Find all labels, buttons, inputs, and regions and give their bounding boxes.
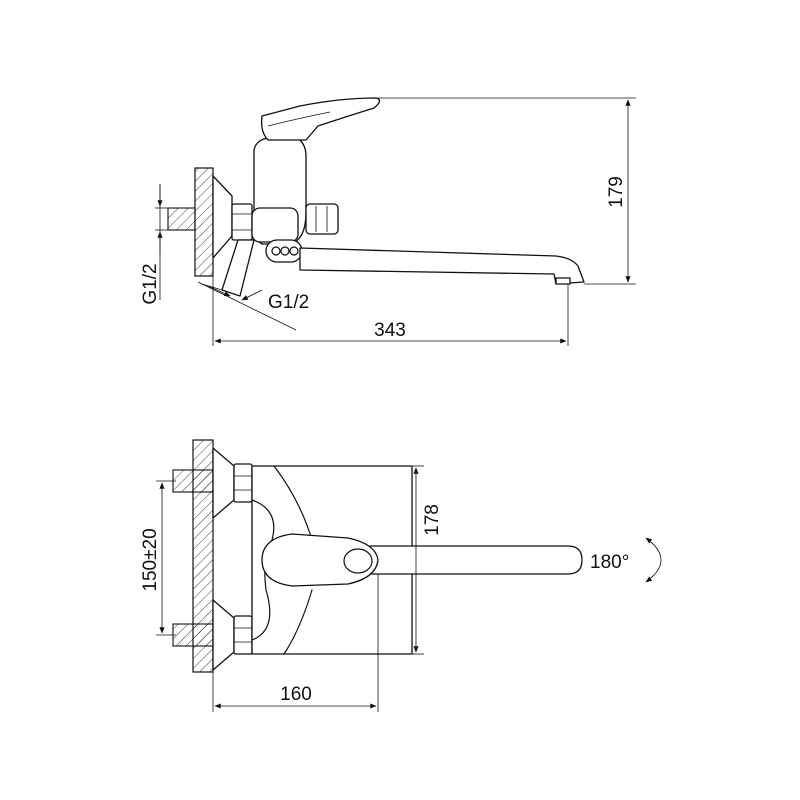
swivel-base	[265, 239, 303, 263]
lever-handle-top	[261, 533, 379, 587]
rotation-arrow	[645, 537, 662, 583]
height-dimension: 179	[606, 176, 627, 208]
width-dimension-top: 160	[280, 684, 312, 705]
spout-top	[369, 545, 583, 575]
upper-nut	[233, 463, 253, 503]
top-view: 178 150±20 160 180°	[140, 439, 662, 712]
upper-inlet-pipe	[172, 469, 214, 493]
spacing-dimension: 150±20	[140, 528, 161, 591]
thread-label-vertical: G1/2	[140, 263, 161, 304]
thread-label-diagonal: G1/2	[268, 292, 309, 313]
rotation-label: 180°	[590, 552, 629, 573]
lever-handle	[260, 97, 381, 141]
body-coupling	[251, 207, 299, 243]
wall-section	[194, 167, 214, 277]
lower-inlet-pipe	[172, 623, 214, 647]
side-view: 179 343 G1/2 G1/2	[140, 97, 636, 346]
wall-section-top	[192, 439, 214, 673]
width-dimension: 343	[374, 320, 406, 341]
inlet-pipe	[167, 207, 196, 231]
diverter-knob	[305, 203, 339, 235]
escutcheon-flange	[212, 175, 233, 259]
spout	[299, 247, 585, 285]
hex-nut	[231, 203, 253, 241]
spout-aerator	[555, 277, 571, 285]
upper-flange	[212, 447, 235, 519]
depth-dimension: 178	[422, 504, 443, 536]
lower-nut	[233, 615, 253, 655]
lower-flange	[212, 599, 235, 671]
eccentric-connector	[221, 239, 255, 297]
